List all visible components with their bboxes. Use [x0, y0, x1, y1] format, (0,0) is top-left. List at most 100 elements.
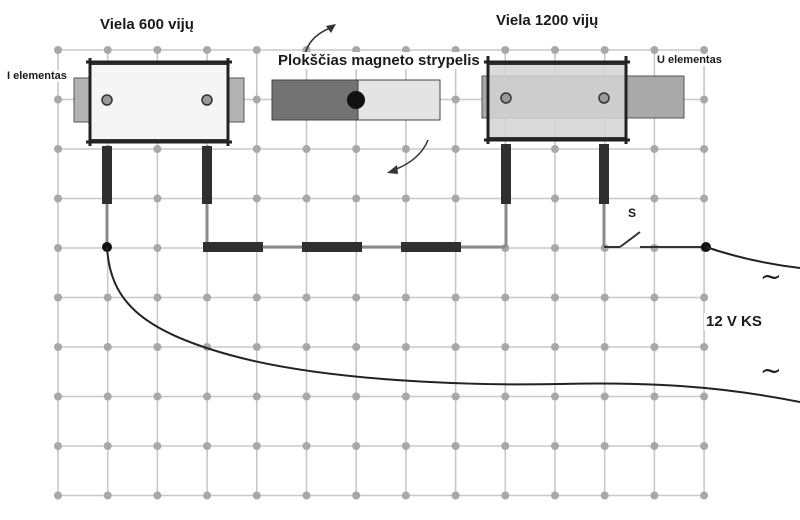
grid-peg [153, 46, 162, 54]
grid-peg [153, 442, 162, 450]
grid-peg [551, 442, 559, 450]
grid-peg [54, 95, 62, 104]
grid-peg [302, 194, 311, 203]
magnet-dark-half [271, 79, 359, 121]
bridge-lead-2 [302, 242, 362, 252]
grid-peg [600, 293, 609, 302]
grid-peg [551, 244, 559, 252]
grid-peg [302, 442, 311, 450]
grid-peg [600, 442, 609, 450]
grid-peg [252, 343, 261, 351]
grid-peg [153, 244, 162, 252]
magnet-pivot [347, 91, 365, 109]
coil-1200-terminal-left [500, 92, 512, 104]
grid-peg [203, 46, 212, 54]
grid-peg [501, 293, 510, 302]
coil-600-terminal-right [201, 94, 213, 106]
grid-peg [54, 293, 62, 302]
label-coil-1200: Viela 1200 vijų [496, 12, 599, 29]
grid-peg [600, 491, 609, 500]
lead-coil-600-left [102, 146, 112, 204]
bridge-lead-1 [203, 242, 263, 252]
label-switch: S [628, 206, 637, 220]
grid-peg [302, 491, 311, 500]
switch-s [604, 231, 706, 248]
grid-peg [153, 194, 162, 203]
grid-peg [551, 491, 559, 500]
grid-peg [551, 46, 559, 54]
grid-peg [252, 95, 261, 104]
grid-peg [700, 95, 709, 104]
grid-peg [650, 194, 659, 203]
grid-peg [54, 491, 62, 500]
grid-peg [401, 442, 410, 450]
grid-peg [153, 145, 162, 153]
lead-coil-1200-right [599, 144, 609, 204]
grid-peg [54, 392, 62, 401]
grid-peg [600, 343, 609, 351]
rotation-arrow-bottom [387, 139, 429, 174]
grid-peg [401, 194, 410, 203]
grid-peg [451, 145, 460, 153]
coil-1200-turns [481, 56, 685, 144]
grid-peg [451, 293, 460, 302]
grid-peg [103, 392, 112, 401]
grid-peg [203, 392, 212, 401]
grid-peg [650, 442, 659, 450]
supply-cable-top [705, 246, 800, 269]
grid-peg [451, 491, 460, 500]
grid-peg [700, 392, 709, 401]
grid-peg [551, 293, 559, 302]
grid-peg [401, 491, 410, 500]
grid-peg [451, 392, 460, 401]
coil-1200-terminal-right [598, 92, 610, 104]
ac-symbol-bottom: ~ [760, 356, 782, 386]
grid-peg [700, 194, 709, 203]
grid-peg [103, 442, 112, 450]
grid-peg [54, 343, 62, 351]
grid-peg [650, 343, 659, 351]
grid-peg [700, 442, 709, 450]
grid-peg [352, 145, 361, 153]
grid-peg [551, 145, 559, 153]
grid-peg [203, 442, 212, 450]
lead-coil-1200-left [501, 144, 511, 204]
grid-peg [501, 46, 510, 54]
bridge-lead-3 [401, 242, 461, 252]
grid-peg [302, 293, 311, 302]
label-coil-600: Viela 600 vijų [100, 16, 194, 33]
grid-peg [501, 392, 510, 401]
grid-peg [54, 244, 62, 252]
grid-peg [252, 491, 261, 500]
label-voltage: 12 V KS [704, 313, 764, 330]
label-magnet: Plokščias magneto strypelis [276, 52, 482, 69]
flat-magnet-bar [271, 79, 441, 121]
grid-peg [451, 343, 460, 351]
grid-peg [352, 194, 361, 203]
magnet-light-half [357, 79, 441, 121]
grid-peg [352, 442, 361, 450]
grid-peg [551, 194, 559, 203]
grid-peg [700, 145, 709, 153]
grid-peg [451, 194, 460, 203]
label-i-element: I elementas [6, 70, 68, 82]
grid-peg [302, 392, 311, 401]
label-u-element: U elementas [656, 54, 723, 66]
grid-peg [203, 491, 212, 500]
grid-peg [54, 145, 62, 153]
grid-peg [551, 343, 559, 351]
grid-peg [302, 145, 311, 153]
coil-600-terminal-left [101, 94, 113, 106]
grid-peg [401, 343, 410, 351]
grid-peg [54, 194, 62, 203]
grid-peg [252, 442, 261, 450]
grid-peg [700, 343, 709, 351]
grid-peg [650, 491, 659, 500]
ac-symbol-top: ~ [760, 262, 782, 292]
grid-peg [352, 392, 361, 401]
grid-peg [103, 491, 112, 500]
grid-peg [650, 392, 659, 401]
grid-peg [302, 343, 311, 351]
